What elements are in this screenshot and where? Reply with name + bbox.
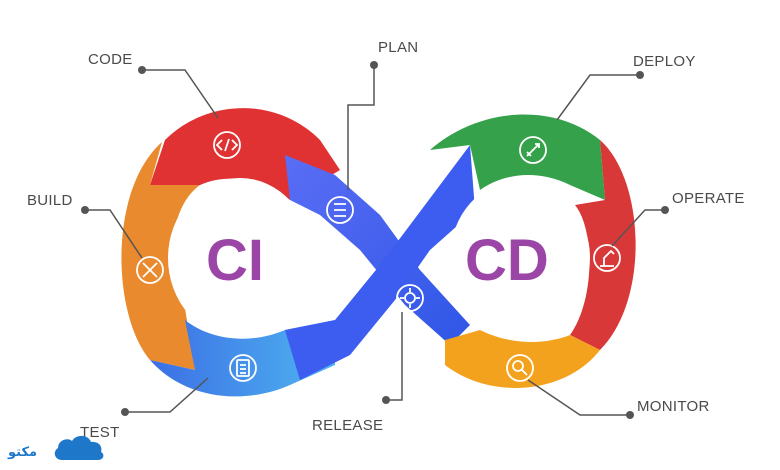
wrench-screwdriver-icon bbox=[136, 256, 164, 284]
stage-label-monitor: MONITOR bbox=[637, 398, 710, 415]
stage-label-test: TEST bbox=[80, 424, 120, 441]
robot-arm-icon bbox=[593, 244, 621, 272]
build-segment bbox=[121, 142, 200, 370]
stage-label-code: CODE bbox=[88, 51, 133, 68]
monitor-search-icon bbox=[506, 354, 534, 382]
cloud-icon bbox=[54, 435, 104, 460]
code-icon bbox=[213, 131, 241, 159]
rocket-icon bbox=[519, 136, 547, 164]
cd-hole bbox=[450, 180, 590, 336]
watermark-logo: مکتو bbox=[7, 435, 104, 460]
connectors bbox=[85, 65, 665, 416]
stage-label-operate: OPERATE bbox=[672, 190, 745, 207]
watermark-text: مکتو bbox=[7, 445, 37, 460]
release-arm bbox=[285, 145, 475, 380]
plan-list-icon bbox=[326, 196, 354, 224]
stage-label-release: RELEASE bbox=[312, 417, 383, 434]
monitor-segment bbox=[445, 330, 600, 388]
cd-label: CD bbox=[465, 228, 549, 293]
stage-label-deploy: DEPLOY bbox=[633, 53, 696, 70]
checklist-icon bbox=[229, 354, 257, 382]
stage-label-plan: PLAN bbox=[378, 39, 418, 56]
deploy-segment bbox=[430, 114, 605, 200]
ci-label: CI bbox=[206, 228, 264, 293]
ci-hole bbox=[168, 178, 312, 338]
gear-icon bbox=[396, 284, 424, 312]
connector-dots bbox=[81, 61, 669, 419]
stage-label-build: BUILD bbox=[27, 192, 73, 209]
